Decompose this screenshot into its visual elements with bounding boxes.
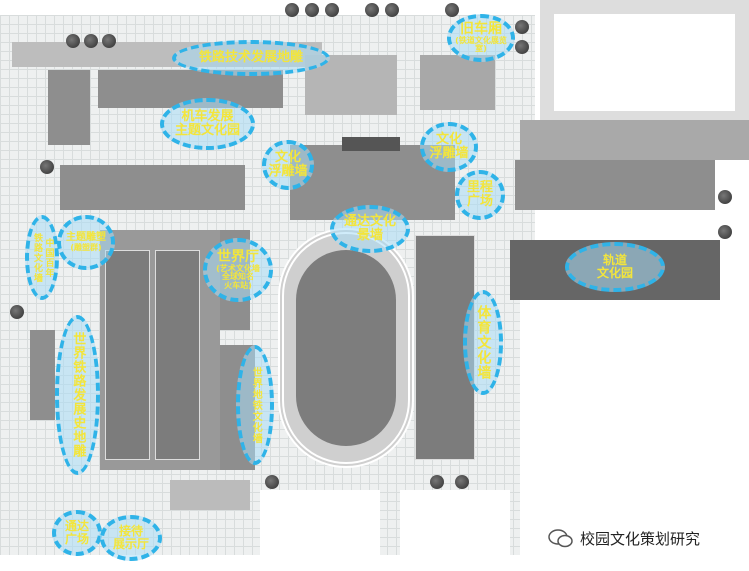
label-text: 通达 (64, 519, 89, 534)
label-text: 广场 (64, 532, 89, 546)
label-relief-left: 文化浮雕墙 (262, 140, 314, 190)
tree (265, 475, 279, 489)
tree (718, 190, 732, 204)
label-text: 世界厅 (217, 249, 259, 266)
white-area (400, 490, 510, 555)
outer-building (540, 0, 749, 125)
label-text: 通达文化 (343, 214, 396, 230)
feature (342, 137, 400, 151)
label-text: 广场 (466, 194, 493, 209)
tree (455, 475, 469, 489)
label-text: 世界地铁文化墙 (250, 366, 262, 444)
tree (40, 160, 54, 174)
label-text: 文化 (435, 132, 462, 148)
label-text: 文化 (274, 150, 301, 166)
watermark: 校园文化策划研究 (548, 528, 700, 549)
tree (102, 34, 116, 48)
label-text: 里程 (466, 180, 493, 196)
label-world-metro-wall: 世界地铁文化墙 (236, 345, 274, 465)
label-world-hall: 世界厅(艺术文化墙全球知名火车站) (203, 238, 273, 302)
label-text: 中国百年 (43, 237, 54, 278)
label-text: 机车发展 (181, 109, 234, 125)
building (48, 70, 90, 145)
label-locomotive: 机车发展主题文化园 (160, 98, 255, 150)
watermark-text: 校园文化策划研究 (580, 530, 701, 548)
tree (66, 34, 80, 48)
building (30, 330, 55, 420)
building (170, 480, 250, 510)
label-world-rail-history: 世界铁路发展史地雕 (55, 315, 100, 475)
tree (305, 3, 319, 17)
sports-field (296, 250, 396, 446)
white-area (520, 300, 749, 571)
label-tongda-square: 通达广场 (52, 510, 102, 556)
label-text: 展示厅 (112, 537, 149, 551)
label-reception-hall: 接待展示厅 (100, 515, 162, 561)
tree (10, 305, 24, 319)
label-tongda-wall: 通达文化景墙 (330, 205, 410, 253)
tree (365, 3, 379, 17)
label-text: 浮雕墙 (268, 164, 308, 179)
tree (430, 475, 444, 489)
basketball-court (155, 250, 200, 460)
building (420, 55, 495, 110)
label-theme-sculpture: 主题雕塑(雕塑群) (57, 215, 115, 270)
label-track-park: 轨道文化园 (565, 242, 665, 292)
label-text: 文化园 (596, 266, 633, 280)
tree (325, 3, 339, 17)
label-text: 世界铁路发展史地雕 (70, 332, 86, 458)
white-area (260, 490, 380, 555)
tree (385, 3, 399, 17)
label-subtext: (艺术文化墙 (216, 263, 260, 273)
label-railway-tech: 铁路技术发展地雕 (172, 40, 330, 76)
label-relief-right: 文化浮雕墙 (420, 122, 478, 172)
tree (718, 225, 732, 239)
label-subtext: 全球知名 (222, 272, 254, 282)
building (60, 165, 245, 210)
label-old-carriage: 旧车厢(铁道文化展览室) (447, 14, 515, 62)
label-text: 铁路文化墙 (32, 232, 42, 283)
wechat-icon (548, 528, 573, 547)
label-text: 主题雕塑 (66, 232, 106, 244)
tree (515, 40, 529, 54)
label-sports-wall: 体育文化墙 (463, 290, 503, 395)
tree (84, 34, 98, 48)
label-text: 主题文化园 (174, 123, 240, 138)
label-text: 浮雕墙 (429, 146, 469, 161)
tree (285, 3, 299, 17)
label-text: 轨道 (602, 253, 627, 268)
label-text: 接待 (118, 524, 143, 539)
label-china-century-wall: 中国百年铁路文化墙 (25, 215, 59, 300)
label-mileage-square: 里程广场 (455, 170, 505, 220)
label-subtext: 火车站) (224, 280, 252, 290)
tree (515, 20, 529, 34)
label-text: 旧车厢 (460, 21, 502, 38)
tree (445, 3, 459, 17)
label-subtext: (雕塑群) (70, 242, 102, 252)
label-text: 体育文化墙 (475, 305, 492, 380)
label-text: 铁路技术发展地雕 (198, 50, 303, 66)
label-subtext: (铁道文化展览室) (455, 35, 507, 54)
building (515, 160, 715, 210)
label-text: 景墙 (356, 228, 383, 243)
basketball-court (105, 250, 150, 460)
building (520, 120, 749, 160)
